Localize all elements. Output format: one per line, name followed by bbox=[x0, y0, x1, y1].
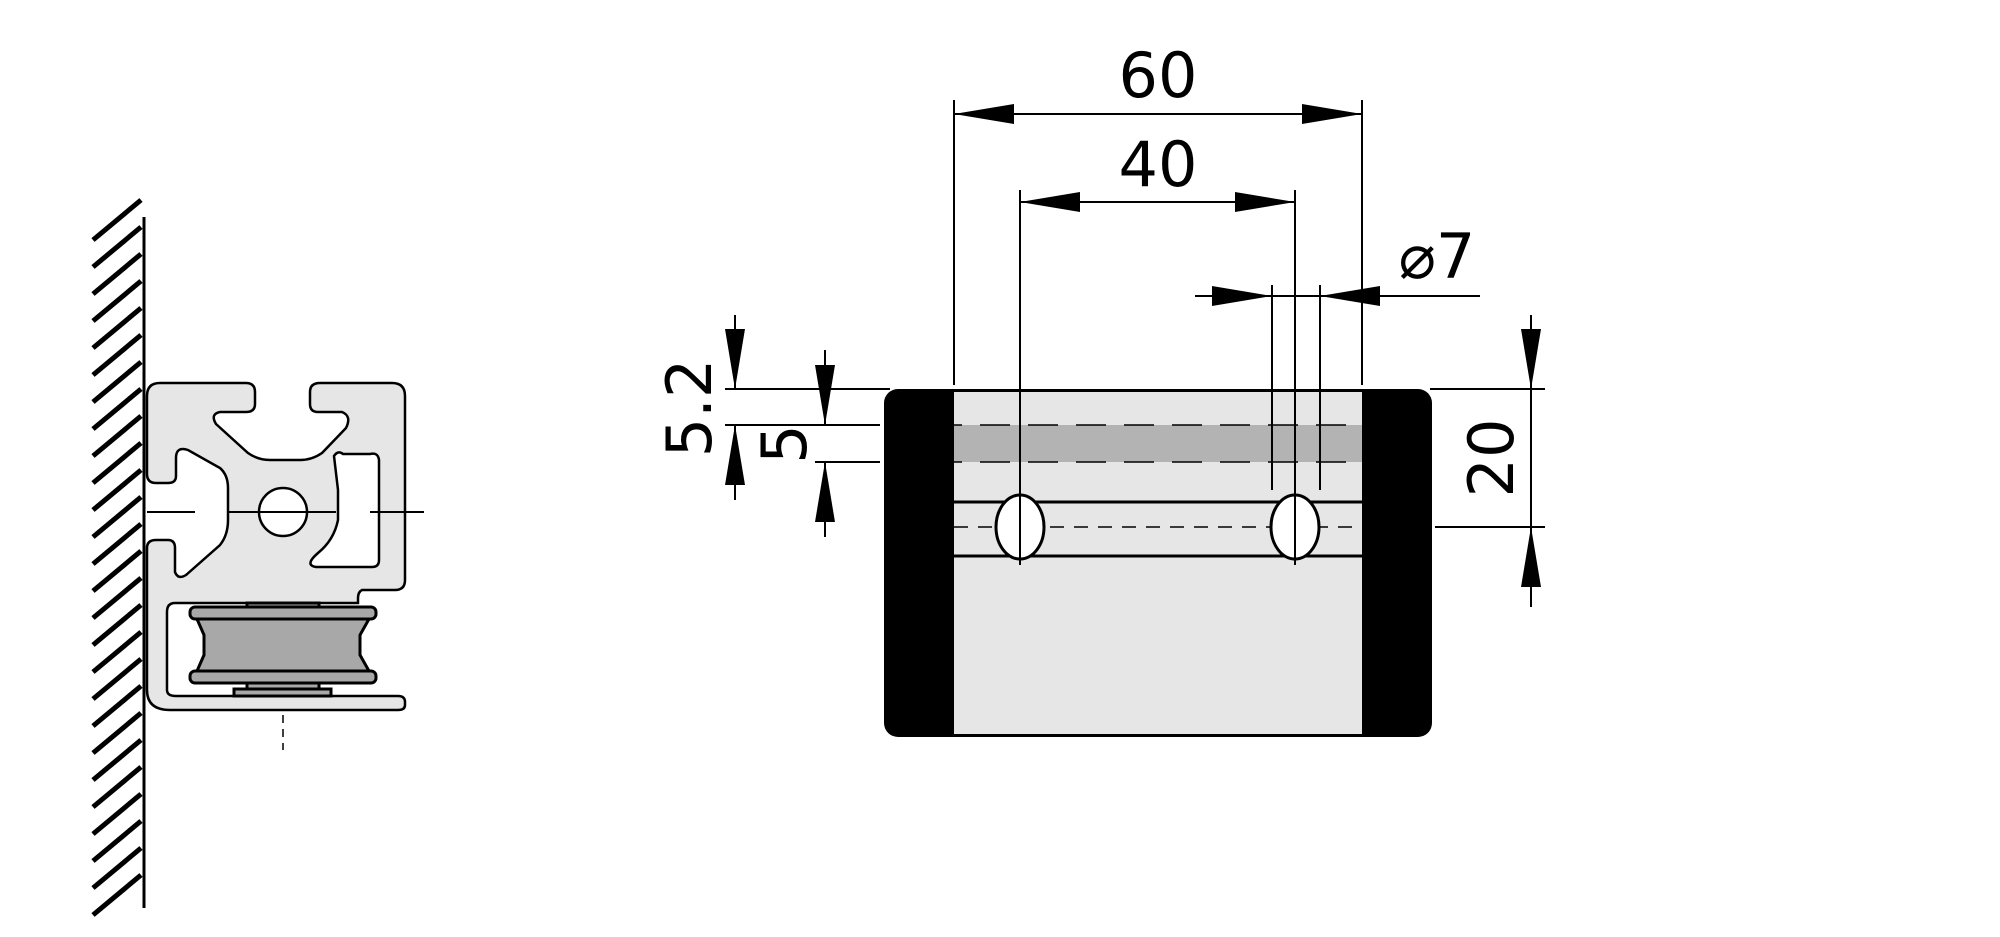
dim-groove-width: 5 bbox=[748, 424, 821, 463]
groove-band bbox=[954, 425, 1362, 462]
hatch-line bbox=[91, 414, 143, 458]
hatch-line bbox=[91, 738, 143, 782]
hatch-line bbox=[91, 576, 143, 620]
hatch-line bbox=[91, 252, 143, 296]
roller-wheel bbox=[188, 601, 378, 698]
dimension-lines bbox=[725, 100, 1545, 607]
hatch-line bbox=[91, 198, 143, 242]
dim-hole-spacing: 40 bbox=[1119, 128, 1198, 201]
hatch-line bbox=[91, 630, 143, 674]
hatch-line bbox=[91, 603, 143, 647]
hatch-line bbox=[91, 819, 143, 863]
wall-hatching bbox=[91, 198, 146, 917]
hatch-line bbox=[91, 657, 143, 701]
hatch-line bbox=[91, 225, 143, 269]
hatch-line bbox=[91, 792, 143, 836]
hatch-line bbox=[91, 522, 143, 566]
hatch-line bbox=[91, 279, 143, 323]
hatch-line bbox=[91, 468, 143, 512]
hatch-line bbox=[91, 306, 143, 350]
hatch-line bbox=[91, 387, 143, 431]
hatch-line bbox=[91, 441, 143, 485]
hatch-line bbox=[91, 360, 143, 404]
dim-hole-height: 20 bbox=[1455, 419, 1528, 498]
hatch-line bbox=[91, 765, 143, 809]
dim-hole-diameter: ⌀7 bbox=[1399, 220, 1476, 293]
hatch-line bbox=[91, 873, 143, 917]
hatch-line bbox=[91, 711, 143, 755]
hatch-line bbox=[91, 549, 143, 593]
hatch-line bbox=[91, 333, 143, 377]
dim-groove-offset: 5.2 bbox=[653, 359, 726, 458]
hatch-line bbox=[91, 495, 143, 539]
aluminium-profile bbox=[145, 381, 424, 750]
dim-overall-width: 60 bbox=[1119, 39, 1198, 112]
hatch-line bbox=[91, 684, 143, 728]
roller-front-view bbox=[884, 389, 1432, 737]
hatch-line bbox=[91, 846, 143, 890]
